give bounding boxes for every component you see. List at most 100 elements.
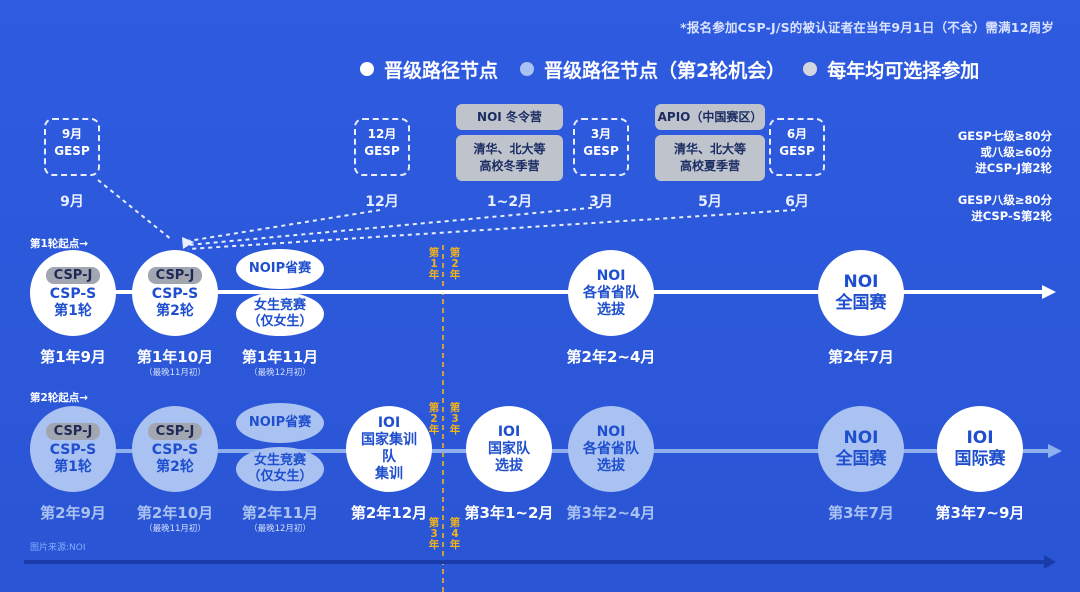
gesp-dec-connector — [187, 209, 381, 242]
gesp-dec-month: 12月 — [365, 194, 399, 210]
gesp-mar-name: GESP — [583, 144, 619, 158]
row1-csp-round1-node: CSP-J CSP-S 第1轮 — [30, 250, 116, 336]
round1-start-label: 第1轮起点→ — [30, 238, 89, 250]
row2-noi-provincial-text: NOI 各省省队 选拔 — [583, 423, 639, 474]
connector-arrowhead — [182, 237, 194, 249]
row2-divider-b-year4: 第 4 年 — [449, 517, 461, 551]
gesp-sep-month: 9月 — [60, 194, 84, 210]
bottom-timeline-bar — [24, 560, 1044, 564]
row1-date-3: 第1年11月 — [241, 348, 319, 366]
legend: 晋级路径节点 晋级路径节点（第2轮机会） 每年均可选择参加 — [360, 55, 979, 83]
row1-noi-provincial-text: NOI 各省省队 选拔 — [583, 267, 639, 318]
row2-ioi-training-text: IOI 国家集训 队 集训 — [361, 415, 417, 482]
eligibility-note: *报名参加CSP-J/S的被认证者在当年9月1日（不含）需满12周岁 — [680, 20, 1054, 35]
summer-university-camp-box: 清华、北大等 高校夏季营 — [655, 135, 765, 181]
noi-winter-camp-box: NOI 冬令营 — [456, 104, 563, 130]
gesp-mar-connector — [187, 206, 601, 246]
row2-date-8: 第3年7~9月 — [935, 504, 1025, 522]
gesp-dec-month-text: 12月 — [367, 127, 397, 141]
row2-noi-provincial-node: NOI 各省省队 选拔 — [568, 406, 654, 492]
gesp-jun-box: 6月 GESP — [769, 118, 825, 176]
row2-arrow-icon — [1048, 444, 1062, 458]
row1-noi-national-node: NOI 全国赛 — [818, 250, 904, 336]
row1-csps-round2-text: CSP-S 第2轮 — [151, 285, 199, 319]
gesp-sep-box: 9月 GESP — [44, 118, 100, 176]
row1-noi-national-text: NOI 全国赛 — [835, 272, 887, 313]
legend-item-advance-node: 晋级路径节点 — [384, 59, 499, 82]
gesp-jun-connector — [187, 209, 796, 250]
row2-ioi-international-node: IOI 国际赛 — [937, 406, 1023, 492]
apio-box: APIO（中国赛区） — [655, 104, 765, 130]
row2-ioi-team-selection-text: IOI 国家队 选拔 — [488, 423, 530, 474]
gesp-mar-box: 3月 GESP — [573, 118, 629, 176]
row1-date-1: 第1年9月 — [40, 348, 106, 366]
row1-date-4: 第2年2~4月 — [566, 348, 656, 366]
row1-timeline-axis — [30, 290, 1044, 294]
row2-date-3-note: （最晚12月初） — [249, 524, 311, 534]
row2-csps-round2-text: CSP-S 第2轮 — [151, 441, 199, 475]
legend-white-dot-icon — [360, 62, 374, 76]
row1-cspj-pill: CSP-J — [45, 266, 101, 284]
row1-date-2-note: （最晚11月初） — [144, 368, 206, 378]
round2-start-label: 第2轮起点→ — [30, 392, 89, 404]
row1-noi-provincial-node: NOI 各省省队 选拔 — [568, 250, 654, 336]
row1-divider-year2: 第 2 年 — [449, 247, 461, 281]
row2-csp-round2-node: CSP-J CSP-S 第2轮 — [132, 406, 218, 492]
row2-ioi-international-text: IOI 国际赛 — [954, 428, 1006, 469]
apio-month: 5月 — [698, 194, 722, 210]
row2-csps-round1-text: CSP-S 第1轮 — [49, 441, 97, 475]
row1-divider-year1: 第 1 年 — [428, 247, 440, 281]
row2-ioi-team-selection-node: IOI 国家队 选拔 — [466, 406, 552, 492]
row1-csp-round2-node: CSP-J CSP-S 第2轮 — [132, 250, 218, 336]
legend-item-second-chance-node: 晋级路径节点（第2轮机会） — [544, 59, 786, 82]
gesp-mar-month-text: 3月 — [590, 127, 612, 141]
row2-girls-contest-node: 女生竞赛 （仅女生） — [236, 447, 324, 491]
gesp-mar-month: 3月 — [589, 194, 613, 210]
footer-source-label: 图片来源:NOI — [30, 543, 86, 553]
row2-noi-national-text: NOI 全国赛 — [835, 428, 887, 469]
row2-date-6: 第3年2~4月 — [566, 504, 656, 522]
gesp-j-rule-note: GESP七级≥80分 或八级≥60分 进CSP-J第2轮 — [957, 129, 1052, 175]
row2-divider-b-year3: 第 3 年 — [428, 517, 440, 551]
row2-ioi-training-node: IOI 国家集训 队 集训 — [346, 406, 432, 492]
row2-csp-round1-node: CSP-J CSP-S 第1轮 — [30, 406, 116, 492]
gesp-jun-name: GESP — [779, 144, 815, 158]
gesp-jun-month: 6月 — [785, 194, 809, 210]
row2-noip-node: NOIP省赛 — [236, 403, 324, 443]
gesp-sep-month-text: 9月 — [61, 127, 83, 141]
gesp-dec-name: GESP — [364, 144, 400, 158]
winter-university-camp-box: 清华、北大等 高校冬季营 — [456, 135, 563, 181]
row2-divider-a-year2: 第 2 年 — [428, 402, 440, 436]
row2-divider-a-year3: 第 3 年 — [449, 402, 461, 436]
gesp-sep-connector — [97, 179, 173, 241]
row2-date-7: 第3年7月 — [828, 504, 894, 522]
row2-date-2: 第2年10月 — [136, 504, 214, 522]
row1-date-2: 第1年10月 — [136, 348, 214, 366]
row2-date-5: 第3年1~2月 — [464, 504, 554, 522]
row2-cspj2-pill: CSP-J — [147, 422, 203, 440]
row2-date-2-note: （最晚11月初） — [144, 524, 206, 534]
row2-date-1: 第2年9月 — [40, 504, 106, 522]
noi-winter-month: 1~2月 — [486, 194, 533, 210]
legend-item-annual-optional: 每年均可选择参加 — [827, 59, 980, 82]
gesp-dec-box: 12月 GESP — [354, 118, 410, 176]
row1-arrow-icon — [1042, 285, 1056, 299]
bottom-arrow-icon — [1044, 555, 1056, 569]
row2-cspj-pill: CSP-J — [45, 422, 101, 440]
row1-date-5: 第2年7月 — [828, 348, 894, 366]
row1-noip-node: NOIP省赛 — [236, 249, 324, 289]
row2-date-4: 第2年12月 — [350, 504, 428, 522]
row1-csps-round1-text: CSP-S 第1轮 — [49, 285, 97, 319]
row1-cspj2-pill: CSP-J — [147, 266, 203, 284]
gesp-jun-month-text: 6月 — [786, 127, 808, 141]
legend-grey-dot-icon — [803, 62, 818, 76]
row1-date-3-note: （最晚12月初） — [249, 368, 311, 378]
gesp-s-rule-note: GESP八级≥80分 进CSP-S第2轮 — [957, 193, 1052, 223]
row1-girls-contest-node: 女生竞赛 （仅女生） — [236, 292, 324, 336]
legend-lightblue-dot-icon — [520, 62, 535, 76]
row2-noi-national-node: NOI 全国赛 — [818, 406, 904, 492]
row2-date-3: 第2年11月 — [241, 504, 319, 522]
gesp-sep-name: GESP — [54, 144, 90, 158]
